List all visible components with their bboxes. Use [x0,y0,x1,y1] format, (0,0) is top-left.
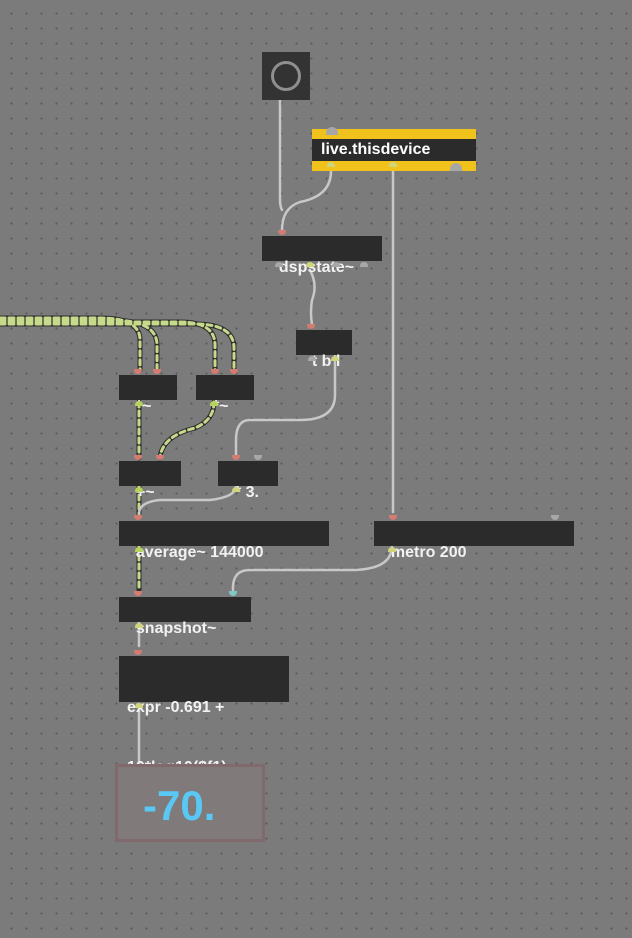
trigger-inlet[interactable] [307,324,315,329]
multiply-three-object[interactable]: * 3. [218,461,278,501]
live-thisdevice-object[interactable]: live.thisdevice [312,127,476,171]
mul2-outlet[interactable] [210,401,218,406]
snapshot-object[interactable]: snapshot~ [119,597,251,637]
metro-object[interactable]: metro 200 [374,521,574,561]
times3-inlet-1[interactable] [232,455,240,460]
mul2-inlet-1[interactable] [211,369,219,374]
trigger-object[interactable]: t b l [296,330,352,370]
snapshot-outlet[interactable] [135,623,143,628]
outlet-cover [450,163,462,171]
metro-inlet-2[interactable] [551,515,559,520]
metro-label: metro 200 [390,544,467,561]
expr-object[interactable]: expr -0.691 + 10*log10($f1) [119,656,289,776]
snapshot-label: snapshot~ [135,620,217,637]
times3-inlet-2[interactable] [254,455,262,460]
times3-outlet[interactable] [232,487,240,492]
inlet-cover [326,127,338,135]
dspstate-outlet-3[interactable] [332,262,340,267]
snapshot-inlet-2[interactable] [229,591,237,596]
trigger-outlet-2[interactable] [331,356,339,361]
dspstate-outlet-4[interactable] [360,262,368,267]
expr-outlet[interactable] [135,703,143,708]
trigger-outlet-1[interactable] [308,356,316,361]
toggle-button[interactable] [262,52,310,100]
dspstate-object[interactable]: dspstate~ [262,236,382,276]
live-outlet-1[interactable] [327,162,335,167]
dspstate-inlet[interactable] [278,230,286,235]
expr-inlet[interactable] [134,650,142,655]
mul2-inlet-2[interactable] [230,369,238,374]
expr-line-1: expr -0.691 + [127,699,225,716]
add-inlet-1[interactable] [134,455,142,460]
mul1-outlet[interactable] [135,401,143,406]
average-label: average~ 144000 [135,544,264,561]
add-signal-object[interactable]: +~ [119,461,181,501]
mul1-inlet-2[interactable] [153,369,161,374]
add-inlet-2[interactable] [156,455,164,460]
dspstate-outlet-2[interactable] [306,262,314,267]
average-inlet[interactable] [134,515,142,520]
ring-icon [271,61,301,91]
add-outlet[interactable] [135,487,143,492]
average-outlet[interactable] [135,547,143,552]
multiply-signal-object-1[interactable]: *~ [119,375,177,415]
live-thisdevice-label: live.thisdevice [312,139,476,161]
multiply-signal-object-2[interactable]: *~ [196,375,254,415]
snapshot-inlet-1[interactable] [134,591,142,596]
dspstate-outlet-1[interactable] [275,262,283,267]
dspstate-label: dspstate~ [278,259,355,276]
metro-inlet-1[interactable] [389,515,397,520]
average-object[interactable]: average~ 144000 [119,521,329,561]
number-display[interactable]: -70. [115,764,265,842]
trigger-label: t b l [311,353,341,370]
multiply-three-label: * 3. [234,484,259,501]
live-outlet-2[interactable] [389,162,397,167]
number-value: -70. [143,782,216,829]
mul1-inlet-1[interactable] [134,369,142,374]
metro-outlet[interactable] [388,547,396,552]
